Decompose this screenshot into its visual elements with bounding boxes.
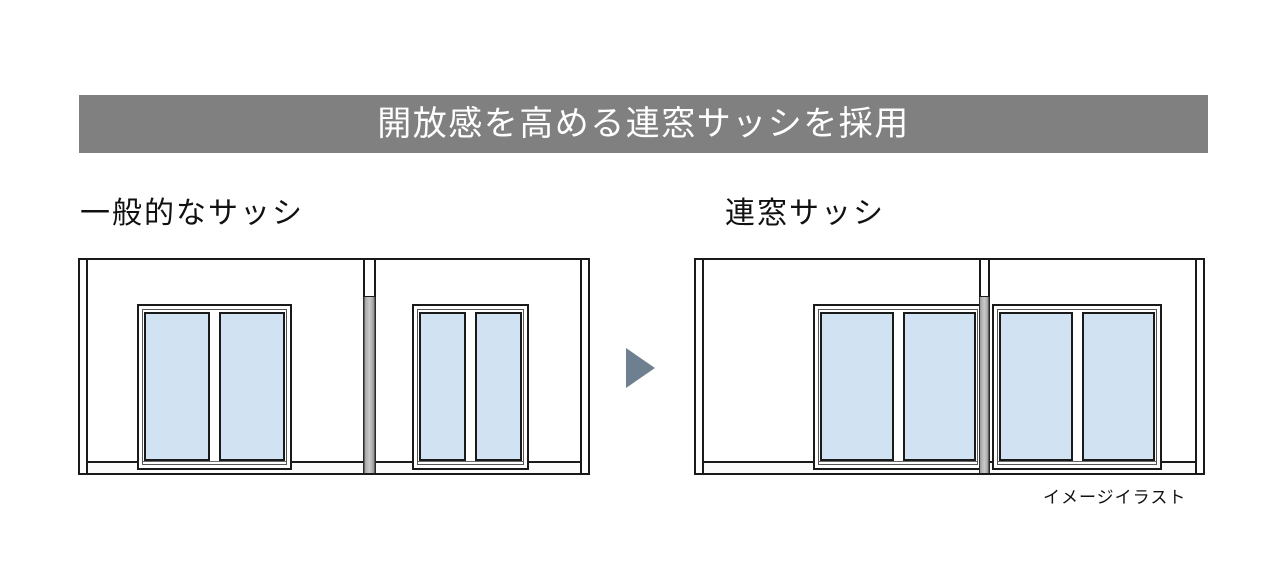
window-unit-left <box>137 304 292 470</box>
diagram-conventional-sash <box>78 258 590 475</box>
glass-pane <box>999 312 1073 461</box>
window-unit-right <box>412 304 529 470</box>
window-bottom-rail <box>143 461 286 465</box>
glass-pane <box>219 312 285 461</box>
title-banner: 開放感を高める連窓サッシを採用 <box>79 95 1208 153</box>
pillar-head-cap <box>363 260 376 298</box>
window-unit-left <box>813 304 983 470</box>
image-caption: イメージイラスト <box>1043 488 1187 507</box>
window-bottom-rail <box>819 461 977 465</box>
page-title: 開放感を高める連窓サッシを採用 <box>377 105 910 143</box>
glass-pane <box>144 312 210 461</box>
transition-arrow-icon <box>626 348 655 388</box>
window-bottom-rail <box>998 461 1156 465</box>
label-continuous-sash: 連窓サッシ <box>725 197 885 230</box>
glass-pane <box>902 312 976 461</box>
label-conventional-sash: 一般的なサッシ <box>80 197 304 230</box>
glass-pane <box>1081 312 1155 461</box>
window-bottom-rail <box>418 461 523 465</box>
diagram-continuous-sash <box>694 258 1205 475</box>
glass-pane <box>820 312 894 461</box>
window-unit-right <box>992 304 1162 470</box>
glass-pane <box>419 312 466 461</box>
glass-pane <box>475 312 522 461</box>
structural-pillar <box>979 297 990 473</box>
structural-pillar <box>363 297 376 473</box>
pillar-head-cap <box>979 260 990 298</box>
